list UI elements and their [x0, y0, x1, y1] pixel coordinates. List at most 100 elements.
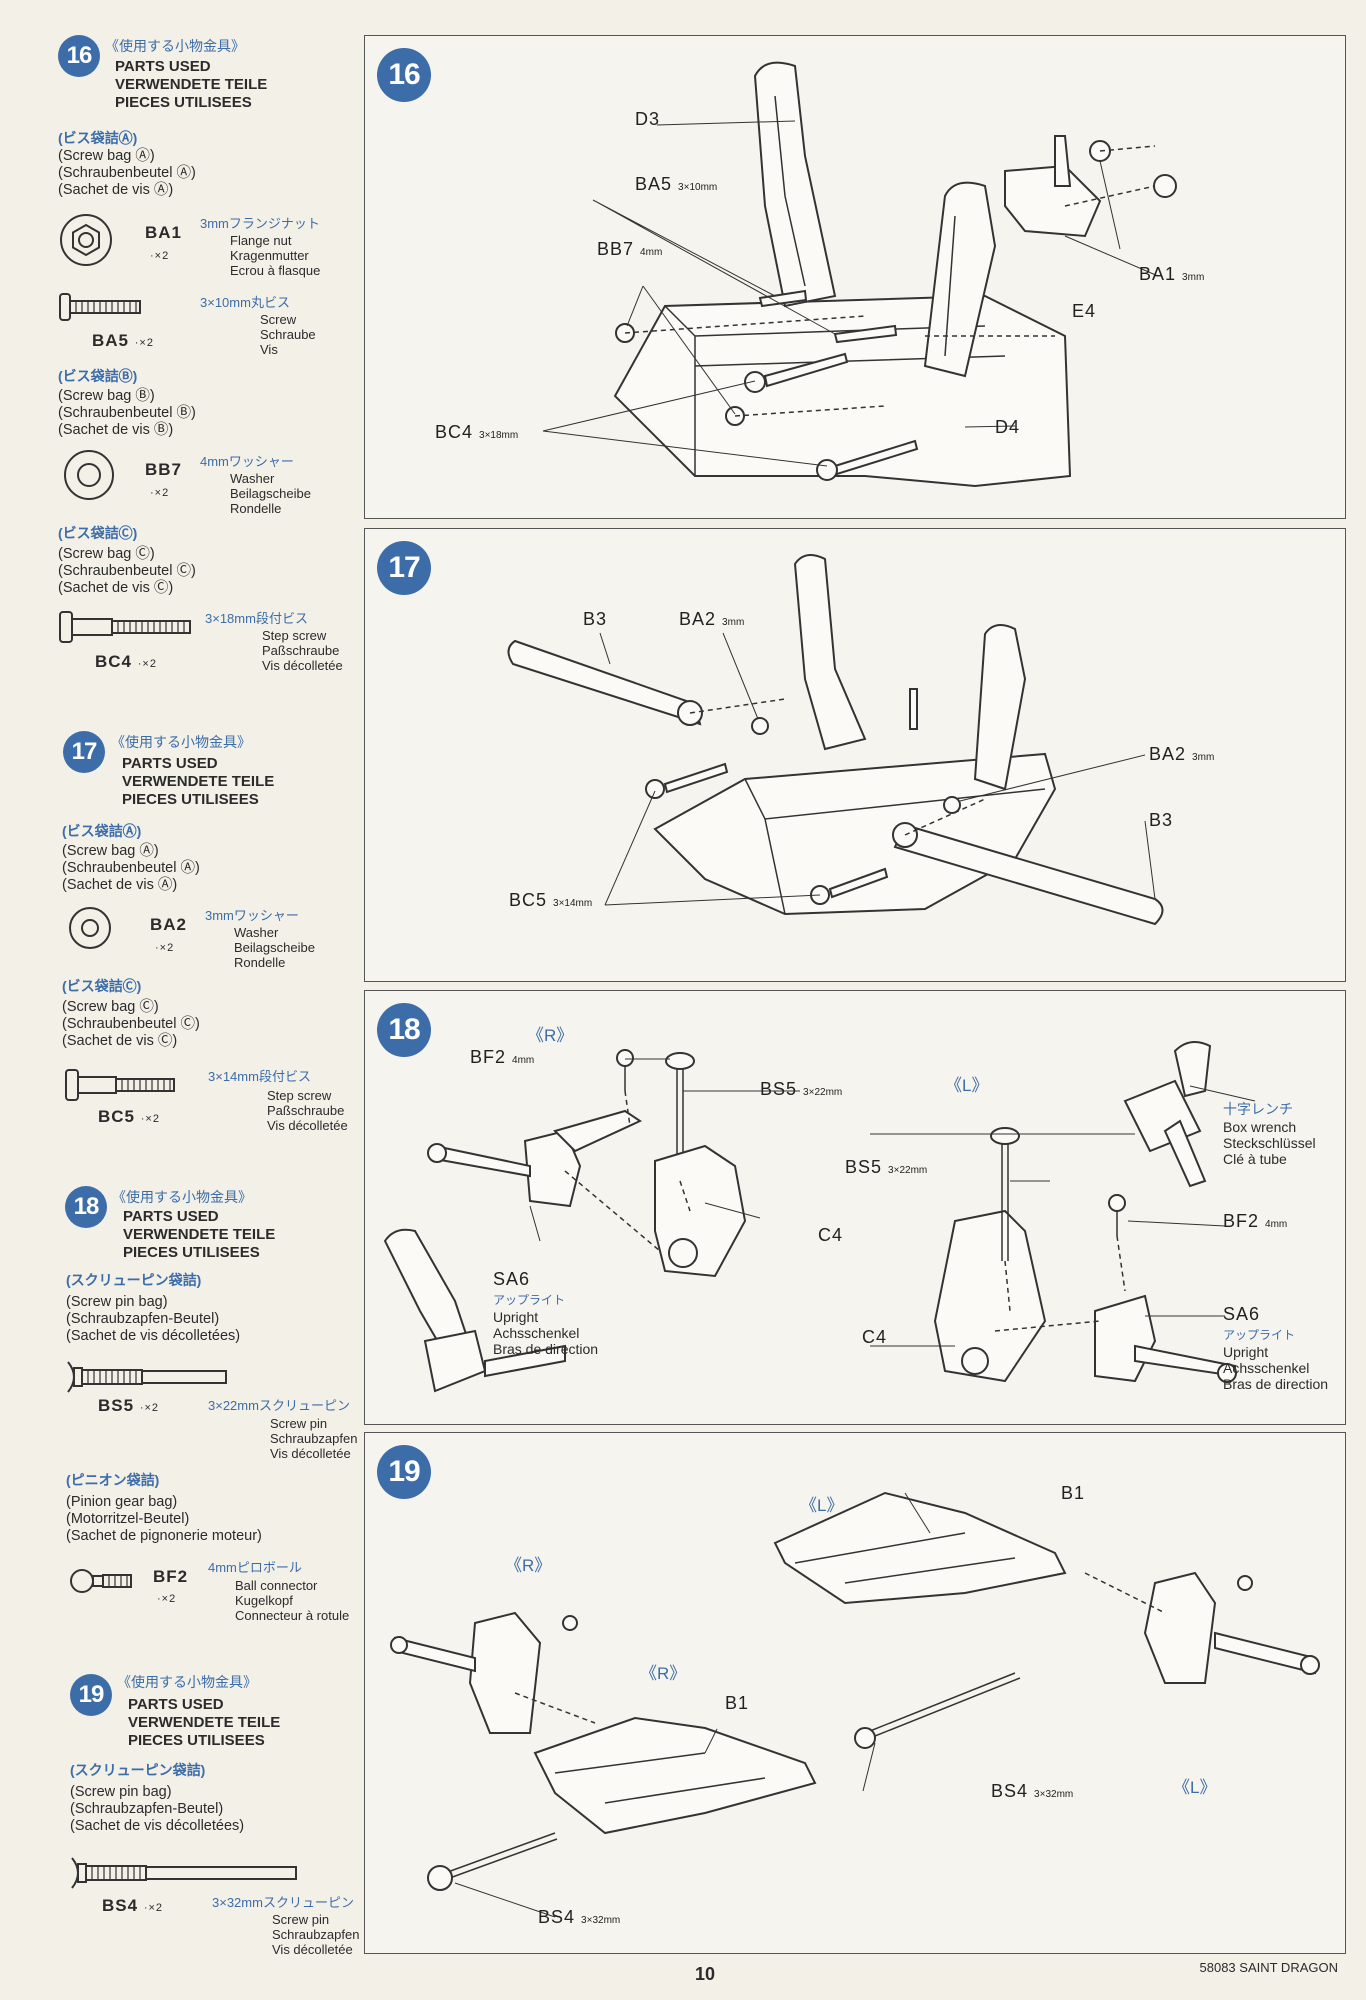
step-19-diagram: 19 《L》 《R》 《R》 《L》 B1 B1 BS4 3×32mm BS4 …	[364, 1432, 1346, 1954]
step-16-diagram: 16 D3 BA5 3×10mm BB7 4mm BC4 3×18mm BA1 …	[364, 35, 1346, 519]
step-18-parts-jp: 《使用する小物金具》	[112, 1189, 252, 1205]
label-c4-l: C4	[862, 1327, 888, 1347]
label-b1-lower: B1	[725, 1693, 750, 1713]
label-d3: D3	[635, 109, 661, 129]
step-18-illustration	[383, 1041, 1256, 1393]
part-ba2-code: BA2	[150, 915, 188, 934]
part-bf2-qty: ·×2	[157, 1593, 177, 1605]
part-bs5-code: BS5 ·×2	[98, 1396, 160, 1415]
step-17-illustration	[507, 554, 1164, 926]
washer-icon	[69, 907, 111, 949]
part-bf2-size: 4mmピロボール	[208, 1560, 302, 1575]
screw-pin-icon	[67, 1361, 227, 1393]
screw-pin-bag-lines: (Screw pin bag)(Schraubzapfen-Beutel)(Sa…	[66, 1294, 241, 1344]
screw-pin-bag-jp-19: (スクリューピン袋詰)	[70, 1762, 206, 1778]
label-bc5: BC5 3×14mm	[509, 890, 593, 910]
washer-icon	[64, 450, 114, 500]
label-b3-left: B3	[583, 609, 608, 629]
part-bb7-size: 4mmワッシャー	[200, 454, 294, 469]
part-bf2-code: BF2	[153, 1567, 189, 1586]
bag-a-lines-17: (Screw bag Ⓐ)(Schraubenbeutel Ⓐ)(Sachet …	[62, 843, 200, 893]
label-bf2-r: BF2 4mm	[470, 1047, 535, 1067]
label-bf2-l: BF2 4mm	[1223, 1211, 1288, 1231]
label-r-upper: 《R》	[505, 1556, 552, 1575]
step-19-badge: 19	[70, 1674, 112, 1716]
step-19-illustration	[390, 1491, 1320, 1918]
part-bs4-code: BS4 ·×2	[102, 1896, 164, 1915]
part-bs5-size: 3×22mmスクリューピン	[208, 1398, 350, 1413]
part-ba1-size: 3mmフランジナット	[200, 216, 320, 231]
step-screw-icon	[59, 611, 191, 643]
label-sa6-r-jp: アップライト	[493, 1293, 566, 1307]
step-16-illustration	[542, 61, 1177, 488]
bag-a-jp: (ビス袋詰Ⓐ)	[58, 130, 138, 146]
label-ba5: BA5 3×10mm	[635, 174, 718, 194]
label-bs4-left: BS4 3×32mm	[538, 1907, 621, 1927]
part-ba1-qty: ·×2	[150, 250, 170, 262]
part-ba5-code: BA5 ·×2	[92, 331, 154, 350]
step-17-parts-jp: 《使用する小物金具》	[111, 734, 251, 750]
label-b3-right: B3	[1149, 810, 1174, 830]
step-screw-icon	[65, 1069, 175, 1101]
part-bb7-code: BB7	[145, 460, 183, 479]
step-17-badge: 17	[63, 731, 105, 773]
bag-c-jp: (ビス袋詰Ⓒ)	[58, 525, 138, 541]
bag-a-lines: (Screw bag Ⓐ)(Schraubenbeutel Ⓐ)(Sachet …	[58, 148, 196, 198]
label-sa6-l-jp: アップライト	[1223, 1328, 1296, 1342]
part-bc5-size: 3×14mm段付ビス	[208, 1069, 311, 1084]
part-bc4-code: BC4 ·×2	[95, 652, 157, 671]
part-bs4-size: 3×32mmスクリューピン	[212, 1895, 354, 1910]
label-sa6-r: SA6	[493, 1269, 531, 1289]
label-bb7: BB7 4mm	[597, 239, 663, 259]
label-ba2-left: BA2 3mm	[679, 609, 745, 629]
step-17-frame-badge: 17	[377, 541, 431, 595]
label-l-lower: 《L》	[1173, 1778, 1217, 1797]
label-b1-upper: B1	[1061, 1483, 1086, 1503]
step-18-diagram: 18 《R》	[364, 990, 1346, 1425]
part-ba2-size: 3mmワッシャー	[205, 908, 299, 923]
label-wrench-jp: 十字レンチ	[1223, 1101, 1293, 1117]
screw-pin-long-icon	[71, 1857, 297, 1889]
step-18-badge: 18	[65, 1186, 107, 1228]
label-bs5-r: BS5 3×22mm	[760, 1079, 843, 1099]
step-17-diagram: 17 B3 BA2 3mm BA2 3mm B3 BC5 3×14mm	[364, 528, 1346, 982]
label-r: 《R》	[527, 1026, 574, 1045]
step-16-frame-badge: 16	[377, 48, 431, 102]
label-l: 《L》	[945, 1076, 989, 1095]
bag-b-jp: (ビス袋詰Ⓑ)	[58, 368, 138, 384]
bag-a-jp-17: (ビス袋詰Ⓐ)	[62, 823, 142, 839]
label-sa6-l: SA6	[1223, 1304, 1261, 1324]
screw-pin-bag-jp: (スクリューピン袋詰)	[66, 1272, 202, 1288]
ball-connector-icon	[70, 1569, 132, 1593]
screw-icon	[59, 293, 141, 321]
part-bc5-code: BC5 ·×2	[98, 1107, 160, 1126]
part-ba2-qty: ·×2	[155, 942, 175, 954]
label-bc4: BC4 3×18mm	[435, 422, 519, 442]
label-r-lower: 《R》	[640, 1664, 687, 1683]
label-bs4-right: BS4 3×32mm	[991, 1781, 1074, 1801]
step-16-parts-jp: 《使用する小物金具》	[105, 38, 245, 54]
model-footer: 58083 SAINT DRAGON	[1199, 1960, 1338, 1975]
step-19-parts-jp: 《使用する小物金具》	[117, 1674, 257, 1690]
label-e4: E4	[1072, 301, 1097, 321]
step-16-badge: 16	[58, 35, 100, 77]
screw-pin-bag-lines-19: (Screw pin bag)(Schraubzapfen-Beutel)(Sa…	[70, 1784, 245, 1834]
label-d4: D4	[995, 417, 1021, 437]
part-ba5-size: 3×10mm丸ビス	[200, 295, 290, 310]
label-ba2-right: BA2 3mm	[1149, 744, 1215, 764]
